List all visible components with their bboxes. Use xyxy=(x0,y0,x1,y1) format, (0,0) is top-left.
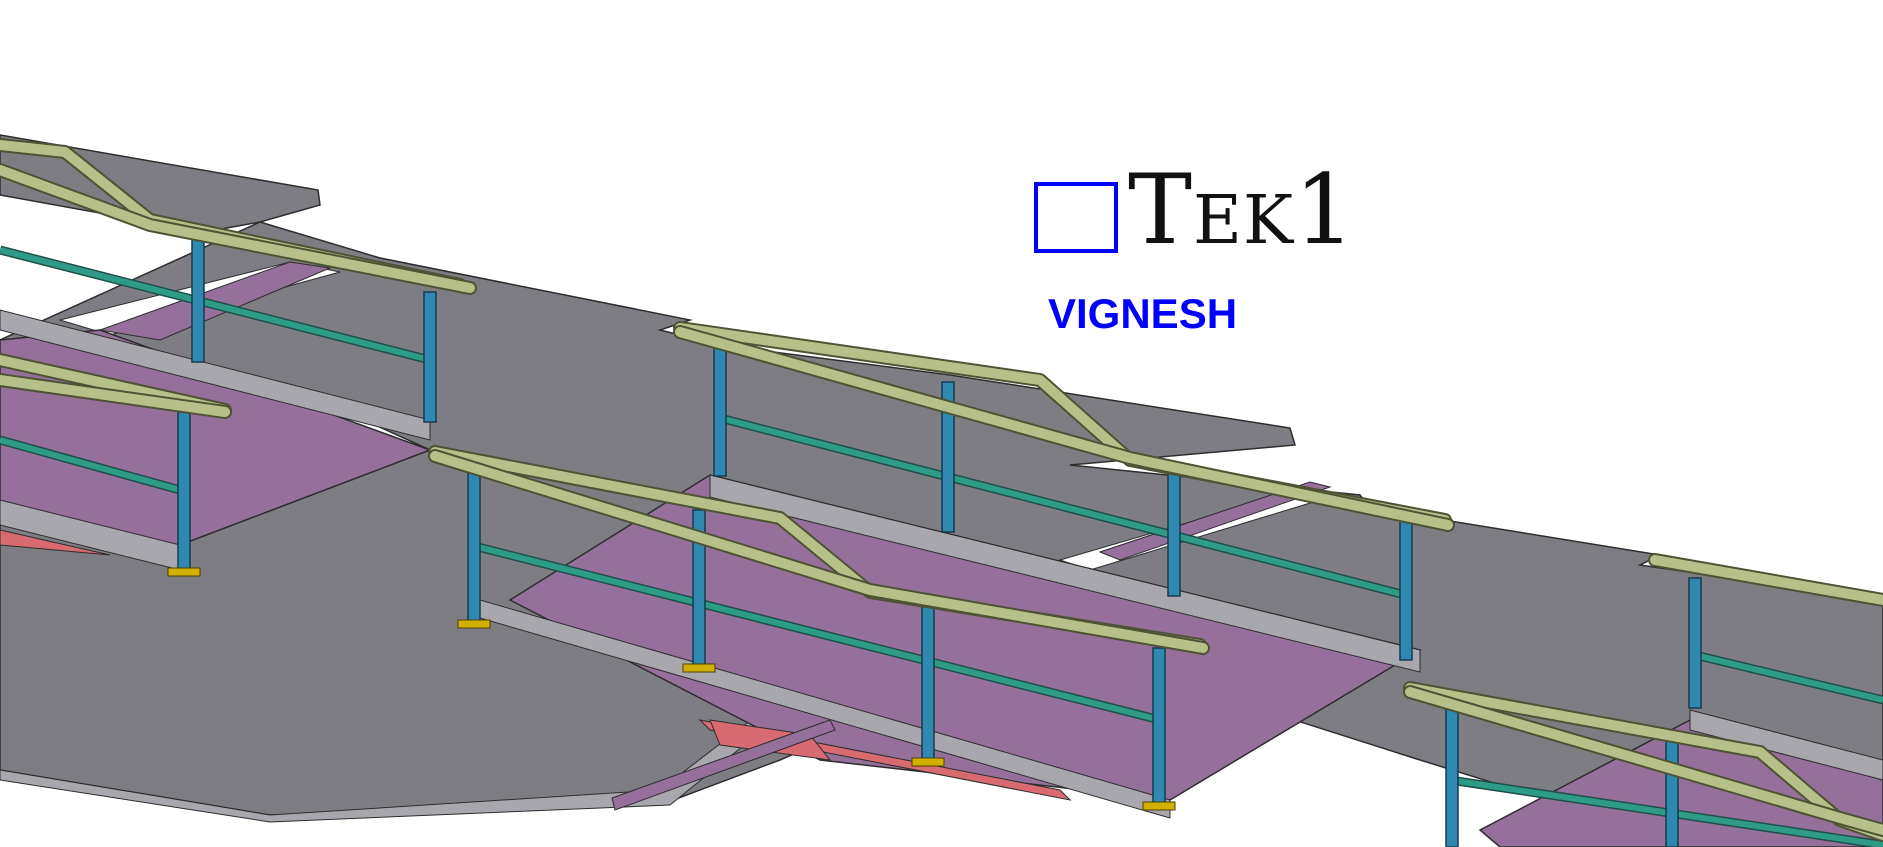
deck-strip-right xyxy=(1098,481,1332,561)
post xyxy=(1445,699,1459,847)
ramp-right-kerb xyxy=(1689,709,1883,781)
midrail-middle-front-fill xyxy=(469,542,1161,723)
handrail-upper-left-2 xyxy=(0,165,475,293)
ramp-left-red xyxy=(0,529,111,556)
midrail-middle-back-fill xyxy=(719,415,1406,598)
logo-text: Tek1 xyxy=(1128,154,1357,266)
base-plate xyxy=(682,663,716,673)
base-plates xyxy=(167,567,1176,811)
midrail-right-back-fill xyxy=(1694,652,1883,703)
ramp-middle-red-stub xyxy=(709,719,832,761)
handrail-right-back xyxy=(1650,555,1883,605)
ramp-middle-kerb-upper xyxy=(709,474,1421,673)
post xyxy=(467,461,481,623)
posts xyxy=(177,231,1702,847)
handrail-middle-back-2 xyxy=(675,327,1453,530)
midrail-upper-left-fill xyxy=(0,247,431,363)
base-plate xyxy=(911,757,945,767)
post xyxy=(941,381,955,533)
base-plate xyxy=(457,619,491,629)
midrail-left-fill xyxy=(0,437,181,493)
handrails xyxy=(0,138,1883,842)
ramp-left-kerb xyxy=(0,309,431,441)
post xyxy=(1665,739,1679,847)
post xyxy=(921,604,935,766)
base-plate xyxy=(167,567,201,577)
logo-square-icon xyxy=(1034,182,1118,253)
post xyxy=(1399,519,1413,661)
handrail-middle-front-2 xyxy=(430,451,1208,653)
post xyxy=(423,291,437,423)
author-label: VIGNESH xyxy=(1048,290,1238,337)
post xyxy=(1167,465,1181,597)
post xyxy=(1688,577,1702,709)
handrail-left-2 xyxy=(0,375,230,417)
post xyxy=(1152,647,1166,809)
ramp-middle-plank xyxy=(611,719,836,811)
base-plate xyxy=(1142,801,1176,811)
post xyxy=(191,231,205,363)
post xyxy=(177,411,191,573)
handrail-right-front-2 xyxy=(1405,687,1883,835)
post xyxy=(713,345,727,477)
